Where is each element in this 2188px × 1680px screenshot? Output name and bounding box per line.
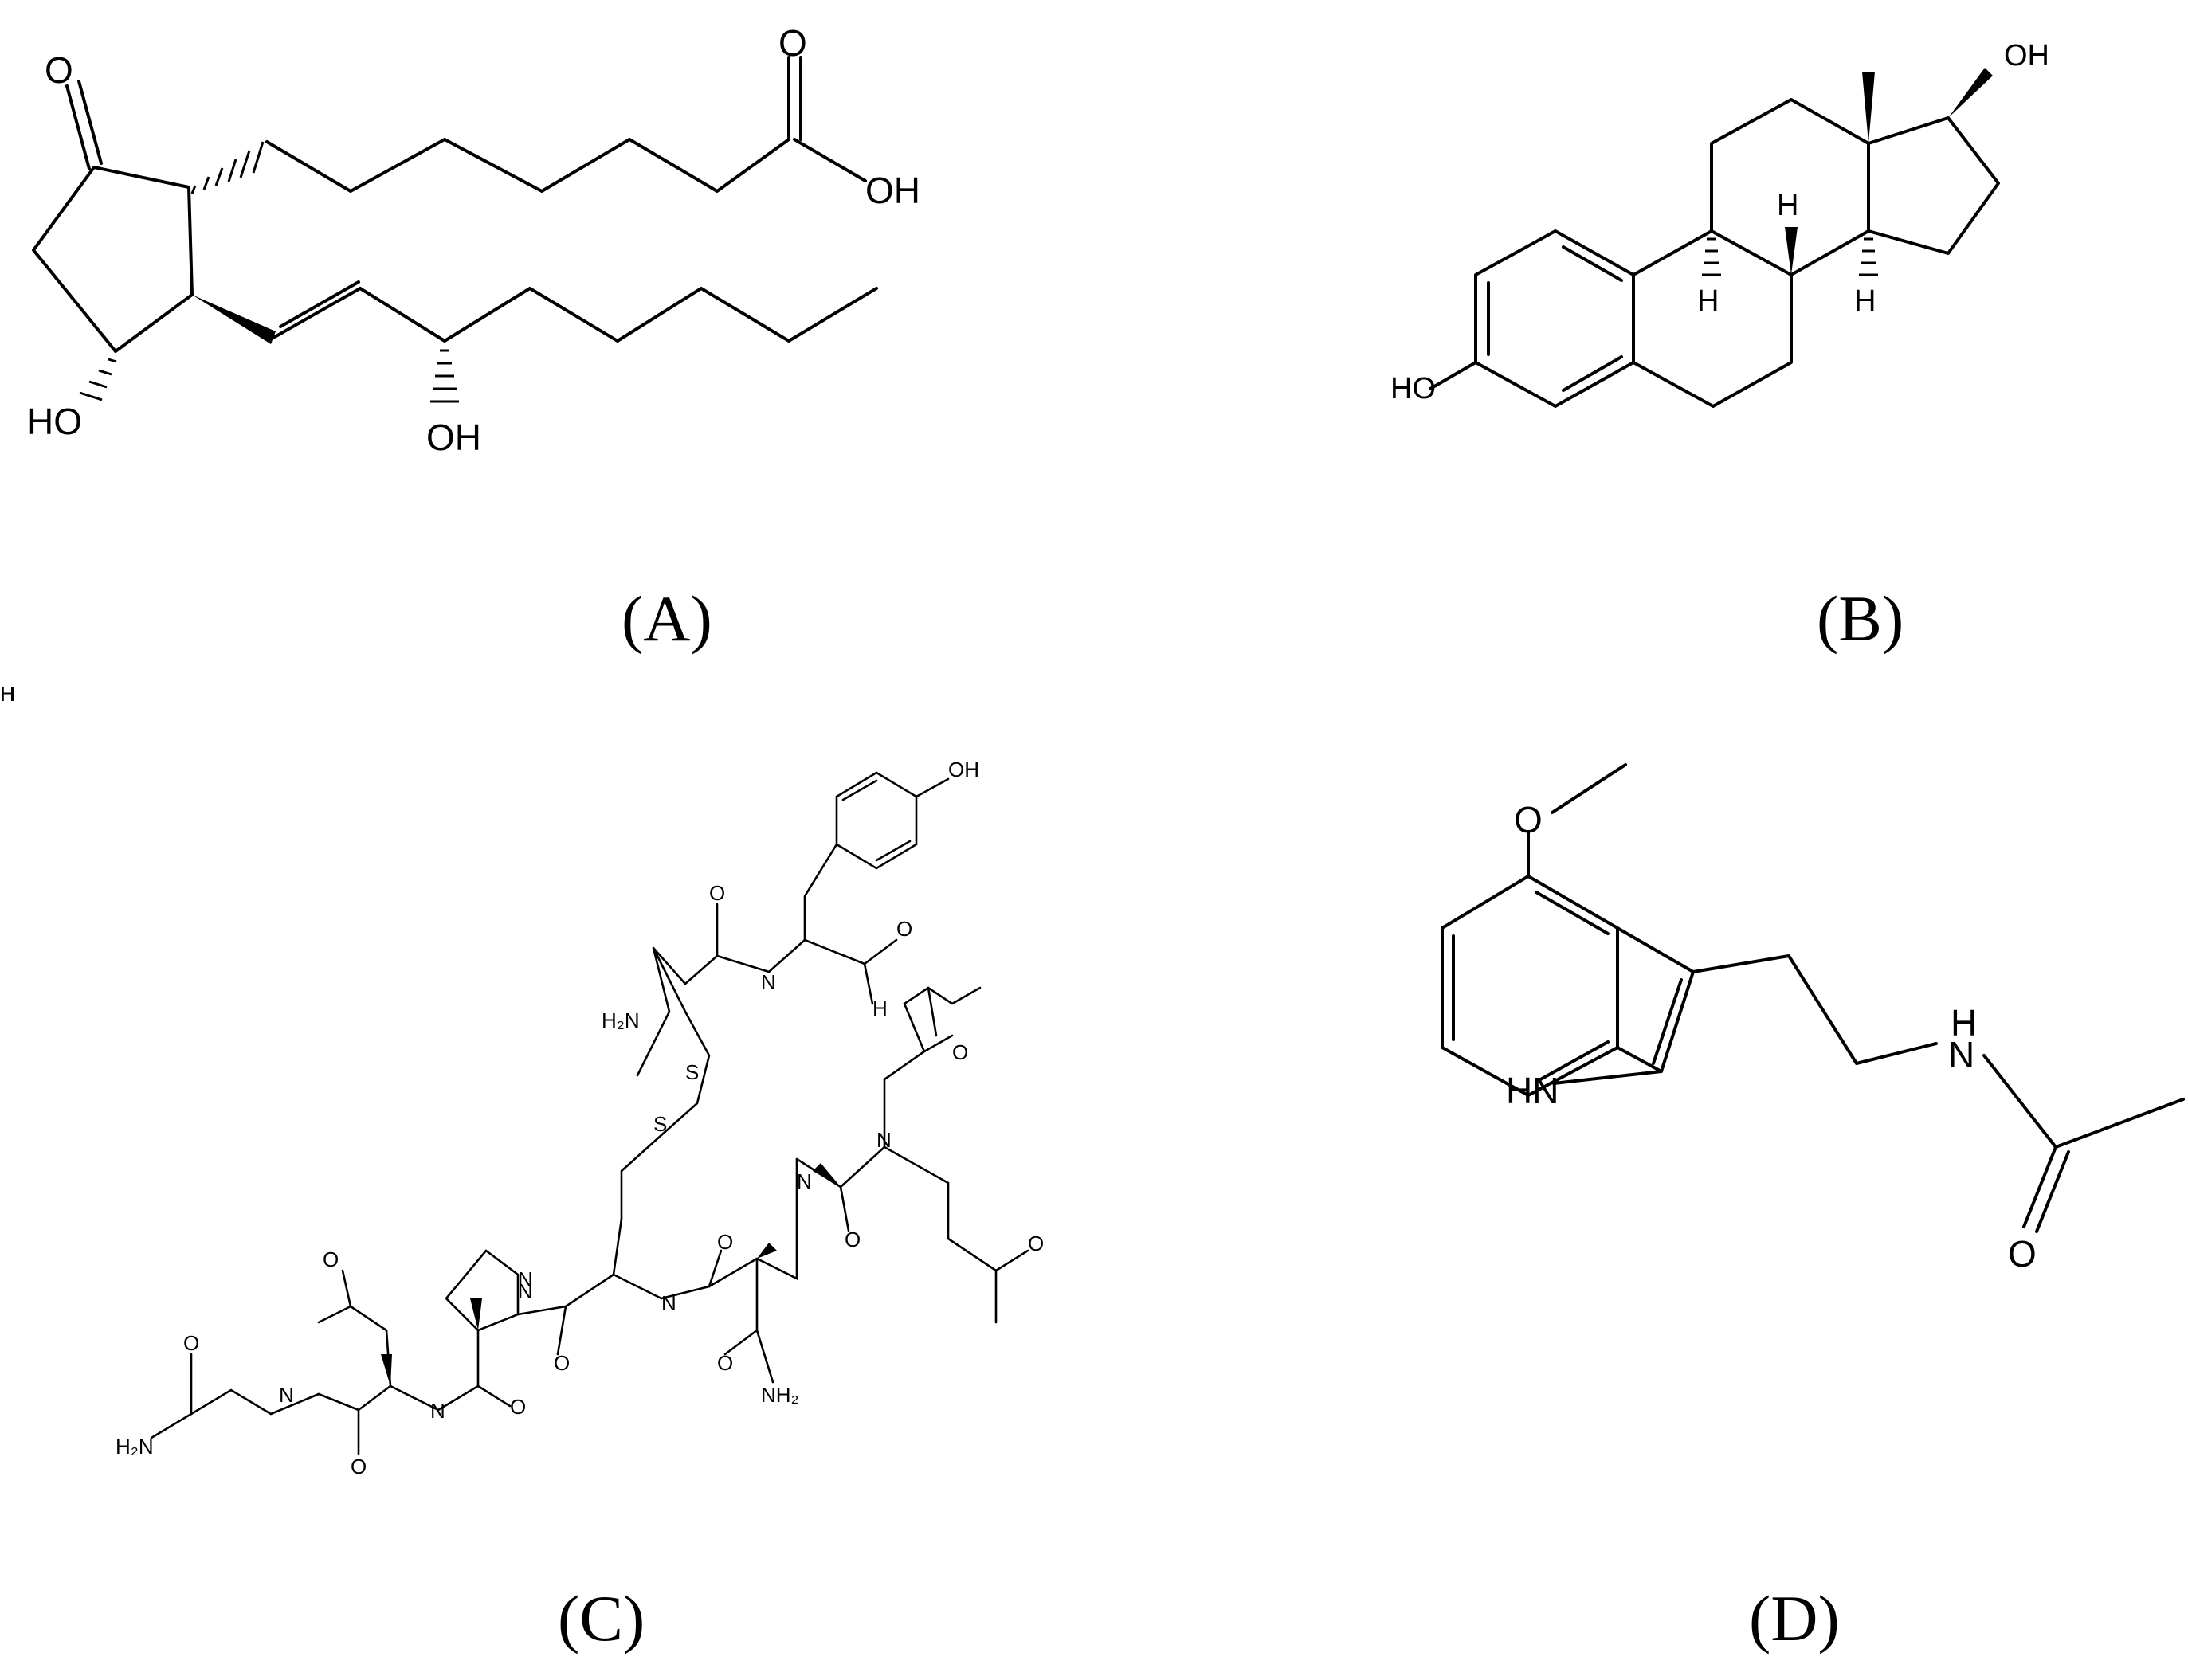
atom-o3: O	[845, 1228, 861, 1251]
panel-label-c: (C)	[558, 1582, 645, 1655]
atom-o6: O	[717, 1351, 733, 1375]
atom-oh-acid: OH	[865, 170, 920, 211]
atom-o-acid: O	[778, 22, 807, 64]
atom-s2: S	[653, 1112, 667, 1136]
atom-ho-phenol: HO	[1390, 372, 1436, 405]
structure-a: O O OH HO OH	[27, 22, 920, 458]
atom-h-a: H	[0, 682, 15, 706]
atom-h-1: H	[1777, 189, 1798, 222]
atom-h-3: H	[1854, 284, 1876, 318]
atom-hn-indole: HN	[1506, 1070, 1559, 1111]
atom-h-b: H	[0, 682, 15, 706]
atom-h-ile: H	[872, 997, 888, 1020]
structure-d: O HN H N O	[1441, 763, 2185, 1275]
atom-n-amide: N	[1948, 1034, 1974, 1075]
atom-h-amide: H	[1951, 1002, 1977, 1044]
structure-b: OH HO H H H	[1390, 39, 2049, 408]
atom-o5: O	[554, 1351, 570, 1375]
hash-bond	[430, 349, 459, 403]
atom-nh1: N	[761, 970, 776, 994]
hash-bond	[190, 141, 265, 194]
atom-h2n-cys: H₂N	[602, 1008, 640, 1032]
atom-nh6: N	[430, 1399, 445, 1423]
atom-oh-top: OH	[2004, 39, 2049, 72]
atom-h-g: H	[0, 682, 15, 706]
atom-o10: O	[323, 1247, 339, 1271]
atom-h-2: H	[1697, 284, 1719, 318]
atom-o-methoxy: O	[1514, 799, 1543, 840]
atom-o-gln: O	[1028, 1232, 1044, 1255]
atom-o2: O	[896, 917, 912, 941]
atom-nh5: N	[518, 1267, 533, 1291]
atom-h-f: H	[0, 682, 15, 706]
atom-n-pro: N	[518, 1279, 533, 1303]
atom-o-amide: O	[2008, 1233, 2037, 1275]
atom-o7: O	[510, 1395, 526, 1419]
atom-h-c: H	[0, 682, 15, 706]
atom-o-ketone: O	[45, 49, 73, 91]
hash-bond	[1702, 237, 1878, 276]
structure-c: OH O H₂N N H O N S S O N N N O O N O O N…	[0, 682, 1044, 1478]
atom-oh-chain: OH	[426, 417, 481, 458]
atom-nh4: N	[661, 1291, 676, 1315]
panel-label-b: (B)	[1817, 582, 1904, 655]
atom-o1: O	[709, 881, 725, 905]
atom-o11: O	[952, 1040, 968, 1064]
atom-oh-tyr: OH	[948, 758, 979, 781]
atom-o9: O	[183, 1331, 199, 1355]
panel-label-a: (A)	[622, 582, 712, 655]
wedge-bond	[192, 295, 276, 344]
atom-nh7: N	[279, 1383, 294, 1407]
atom-o8: O	[351, 1455, 367, 1478]
hash-bond	[79, 358, 117, 401]
atom-h2n-gly: H₂N	[116, 1435, 154, 1459]
atom-h-d: H	[0, 682, 15, 706]
atom-nh2: N	[876, 1128, 892, 1152]
atom-nh3: N	[797, 1169, 812, 1193]
atom-s1: S	[685, 1060, 699, 1084]
atom-o4: O	[717, 1230, 733, 1254]
atom-ho-ring: HO	[27, 401, 82, 442]
atom-nh2-asn: NH₂	[761, 1383, 799, 1407]
atom-h-e: H	[0, 682, 15, 706]
panel-label-d: (D)	[1749, 1582, 1840, 1655]
